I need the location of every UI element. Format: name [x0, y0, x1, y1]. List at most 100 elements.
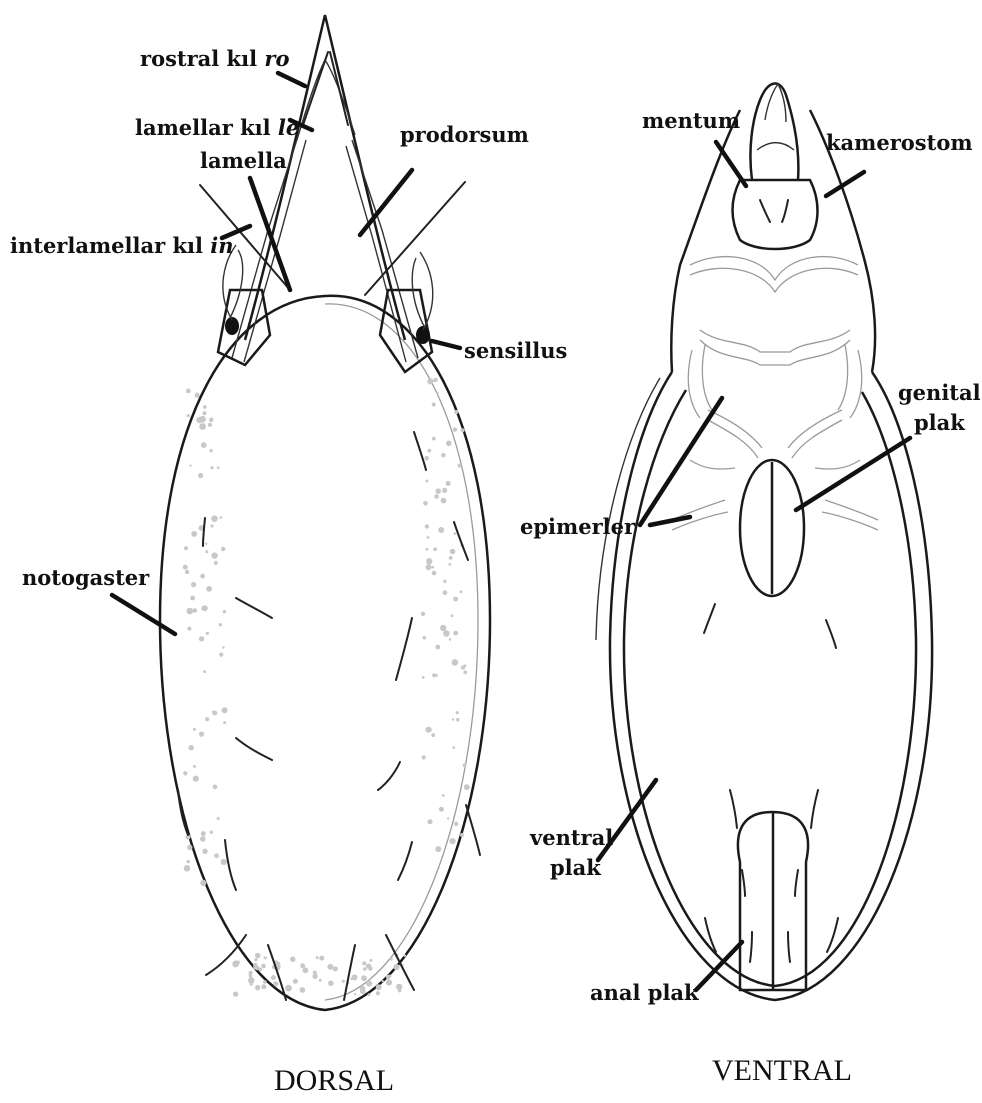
- stipple-dot: [273, 981, 278, 986]
- mentum-plate: [733, 180, 818, 249]
- stipple-dot: [376, 991, 380, 995]
- stipple-dot: [187, 860, 190, 863]
- stipple-dot: [186, 389, 191, 394]
- stipple-dot: [249, 974, 252, 977]
- stipple-dot: [434, 494, 439, 499]
- stipple-dot: [362, 961, 366, 965]
- stipple-dot: [217, 817, 220, 820]
- stipple-dot: [203, 405, 207, 409]
- stipple-dot: [454, 410, 458, 414]
- stipple-dot: [448, 563, 451, 566]
- stipple-dot: [456, 718, 460, 722]
- stipple-dot: [220, 516, 223, 519]
- stipple-dot: [208, 423, 212, 427]
- stipple-dot: [214, 561, 218, 565]
- stipple-dot: [450, 549, 456, 555]
- label-genital-plak-1: genital: [898, 380, 981, 405]
- stipple-dot: [203, 670, 206, 673]
- stipple-dot: [363, 967, 367, 971]
- stipple-dot: [425, 524, 429, 528]
- stipple-dot: [426, 564, 432, 570]
- stipple-dot: [458, 464, 462, 468]
- stipple-dot: [454, 532, 457, 535]
- stipple-dot: [443, 630, 450, 637]
- stipple-dot: [259, 968, 263, 972]
- stipple-dot: [390, 957, 393, 960]
- label-kamerostom: kamerostom: [826, 130, 973, 155]
- label-notogaster: notogaster: [22, 565, 150, 590]
- label-epimerler: epimerler: [520, 514, 636, 539]
- stipple-dot: [426, 727, 432, 733]
- stipple-dot: [201, 607, 205, 611]
- stipple-dot: [427, 819, 432, 824]
- label-genital-plak-2: plak: [914, 410, 965, 435]
- stipple-dot: [438, 527, 444, 533]
- stipple-dot: [328, 981, 333, 986]
- stipple-dot: [187, 414, 190, 417]
- stipple-dot: [193, 728, 196, 731]
- stipple-dot: [432, 673, 436, 677]
- stipple-dot: [210, 831, 213, 834]
- stipple-dot: [203, 411, 207, 415]
- stipple-dot: [463, 664, 466, 667]
- stipple-dot: [452, 746, 455, 749]
- stipple-dot: [460, 590, 463, 593]
- stipple-dot: [199, 423, 206, 430]
- stipple-dot: [376, 984, 382, 990]
- stipple-dot: [425, 480, 428, 483]
- stipple-dot: [449, 556, 453, 560]
- label-ventral-plak-2: plak: [550, 855, 601, 880]
- stipple-dot: [464, 784, 470, 790]
- stipple-dot: [193, 765, 196, 768]
- stipple-dot: [451, 614, 454, 617]
- stipple-dot: [327, 964, 333, 970]
- stipple-dot: [453, 631, 458, 636]
- stipple-dot: [199, 636, 204, 641]
- stipple-dot: [233, 992, 238, 997]
- stipple-dot: [435, 488, 441, 494]
- stipple-dot: [316, 956, 319, 959]
- stipple-dot: [360, 989, 366, 995]
- stipple-dot: [261, 964, 266, 969]
- stipple-dot: [199, 416, 206, 423]
- stipple-dot: [427, 536, 430, 539]
- stipple-dot: [232, 961, 239, 968]
- stipple-dot: [449, 638, 452, 641]
- stipple-dot: [460, 833, 464, 837]
- stipple-dot: [206, 632, 209, 635]
- stipple-dot: [191, 582, 196, 587]
- stipple-dot: [187, 608, 194, 615]
- label-lamella: lamella: [200, 148, 287, 173]
- notogastral-setae: [178, 432, 480, 1000]
- stipple-dot: [453, 597, 458, 602]
- stipple-dot: [209, 418, 214, 423]
- stipple-dot: [367, 993, 370, 996]
- epimeres: [672, 257, 878, 530]
- stipple-dot: [210, 524, 213, 527]
- stipple-dot: [189, 745, 194, 750]
- stipple-dot: [205, 717, 209, 721]
- dorsal-view: rostral kıl ro lamellar kıl le lamella p…: [10, 15, 567, 1097]
- stipple-dot: [453, 427, 457, 431]
- stipple-dot: [213, 785, 218, 790]
- label-anal-plak: anal plak: [590, 980, 699, 1005]
- stipple-dot: [432, 566, 435, 569]
- stipple-dot: [198, 473, 203, 478]
- stipple-dot: [219, 653, 223, 657]
- stipple-dot: [221, 547, 225, 551]
- stipple-dot: [422, 755, 426, 759]
- gnathosoma: [750, 84, 798, 180]
- stipple-dot: [221, 859, 227, 865]
- stipple-dot: [255, 953, 261, 959]
- stipple-dot: [195, 393, 200, 398]
- stipple-dot: [202, 849, 207, 854]
- stipple-dot: [443, 580, 446, 583]
- stipple-dot: [432, 403, 436, 407]
- stipple-dot: [452, 659, 459, 666]
- label-ventral-plak-1: ventral: [529, 825, 613, 850]
- stipple-dot: [223, 610, 226, 613]
- stipple-dot: [183, 565, 188, 570]
- stipple-dot: [439, 807, 444, 812]
- stipple-dot: [421, 612, 425, 616]
